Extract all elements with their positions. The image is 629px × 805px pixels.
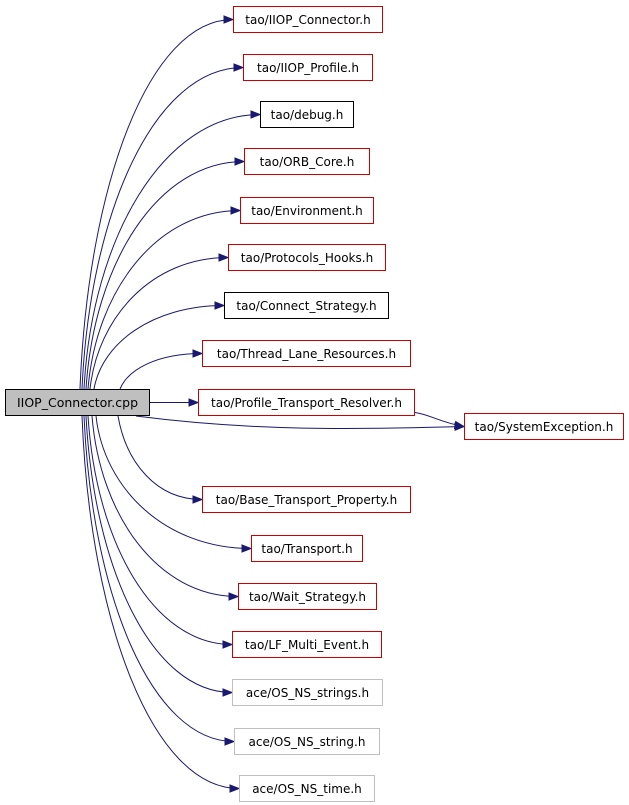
node-label: tao/debug.h — [270, 107, 344, 122]
root-node-label: IIOP_Connector.cpp — [16, 395, 139, 410]
edge-arrowhead — [192, 349, 204, 358]
edge-arrowhead — [241, 544, 253, 553]
edge-root-to-n1 — [79, 19, 234, 390]
node-tao-connect-strategy-h[interactable]: tao/Connect_Strategy.h — [224, 292, 389, 319]
node-label: ace/OS_NS_time.h — [252, 781, 362, 796]
edge-root-to-n2 — [81, 67, 244, 390]
node-tao-base-transport-property-h[interactable]: tao/Base_Transport_Property.h — [202, 486, 411, 513]
node-tao-orb-core-h[interactable]: tao/ORB_Core.h — [244, 148, 370, 175]
edge-arrowhead — [233, 63, 245, 72]
edge-arrowhead — [192, 495, 204, 504]
edge-root-to-n11 — [117, 415, 203, 500]
node-label: tao/LF_Multi_Event.h — [244, 637, 370, 652]
node-ace-os-ns-strings-h[interactable]: ace/OS_NS_strings.h — [232, 679, 383, 706]
node-label: tao/Base_Transport_Property.h — [215, 492, 398, 507]
node-label: tao/Thread_Lane_Resources.h — [216, 346, 397, 361]
edge-arrowhead — [188, 398, 200, 407]
edge-root-to-n13 — [91, 415, 239, 597]
edge-root-to-n7 — [93, 305, 225, 390]
edge-arrowhead — [234, 157, 246, 166]
node-label: tao/Transport.h — [261, 541, 353, 556]
node-tao-protocols-hooks-h[interactable]: tao/Protocols_Hooks.h — [228, 244, 386, 271]
node-ace-os-ns-string-h[interactable]: ace/OS_NS_string.h — [234, 728, 380, 755]
edge-root-to-n16 — [83, 415, 235, 742]
node-tao-profile-transport-resolver-h[interactable]: tao/Profile_Transport_Resolver.h — [198, 389, 415, 416]
edge-arrowhead — [228, 592, 240, 601]
edge-arrowhead — [224, 737, 236, 746]
node-label: ace/OS_NS_string.h — [248, 734, 366, 749]
node-tao-iiop-profile-h[interactable]: tao/IIOP_Profile.h — [243, 54, 373, 81]
edge-root-to-n10 — [135, 415, 465, 429]
node-label: ace/OS_NS_strings.h — [245, 685, 370, 700]
node-label: tao/SystemException.h — [474, 419, 614, 434]
edge-arrowhead — [250, 110, 262, 119]
edge-root-to-n4 — [85, 161, 245, 390]
edge-root-to-n12 — [95, 415, 252, 549]
node-tao-lf-multi-event-h[interactable]: tao/LF_Multi_Event.h — [232, 631, 382, 658]
node-tao-thread-lane-resources-h[interactable]: tao/Thread_Lane_Resources.h — [202, 340, 411, 367]
edge-root-to-n3 — [83, 114, 261, 390]
node-tao-iiop-connector-h[interactable]: tao/IIOP_Connector.h — [233, 6, 383, 33]
node-ace-os-ns-time-h[interactable]: ace/OS_NS_time.h — [239, 775, 375, 802]
edge-arrowhead — [223, 15, 235, 24]
edge-arrowhead — [214, 301, 226, 310]
edge-arrowhead — [230, 206, 242, 215]
edge-arrowhead — [218, 253, 230, 262]
node-label: tao/Protocols_Hooks.h — [240, 250, 374, 265]
node-tao-systemexception-h[interactable]: tao/SystemException.h — [464, 413, 624, 440]
node-tao-environment-h[interactable]: tao/Environment.h — [240, 197, 374, 224]
node-label: tao/Connect_Strategy.h — [236, 298, 377, 313]
edge-root-to-n8 — [119, 353, 203, 390]
node-tao-wait-strategy-h[interactable]: tao/Wait_Strategy.h — [238, 583, 377, 610]
node-label: tao/IIOP_Connector.h — [245, 12, 371, 27]
node-tao-debug-h[interactable]: tao/debug.h — [260, 101, 354, 128]
node-tao-transport-h[interactable]: tao/Transport.h — [251, 535, 363, 562]
edge-arrowhead — [453, 420, 466, 430]
node-label: tao/Profile_Transport_Resolver.h — [211, 395, 402, 410]
edge-arrowhead — [222, 640, 234, 649]
node-label: tao/Environment.h — [251, 203, 363, 218]
edge-root-to-n17 — [81, 415, 240, 789]
root-node[interactable]: IIOP_Connector.cpp — [5, 389, 150, 416]
edge-root-to-n14 — [87, 415, 233, 645]
edge-arrowhead — [222, 688, 234, 697]
node-label: tao/IIOP_Profile.h — [257, 60, 359, 75]
edge-root-to-n6 — [89, 257, 229, 390]
node-label: tao/ORB_Core.h — [259, 154, 355, 169]
edge-root-to-n5 — [87, 210, 241, 390]
edge-arrowhead — [229, 784, 241, 793]
node-label: tao/Wait_Strategy.h — [248, 589, 367, 604]
edge-root-to-n15 — [85, 415, 233, 693]
